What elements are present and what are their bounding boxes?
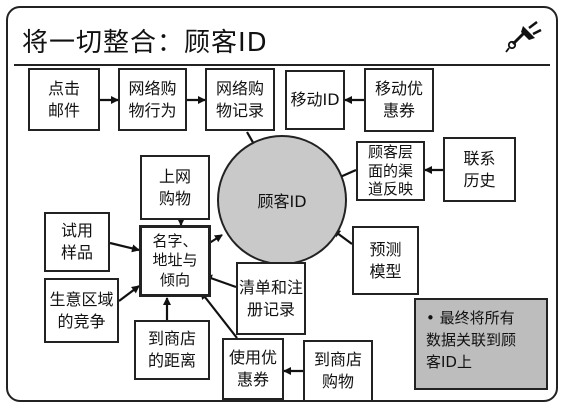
title-divider [14,64,550,66]
plug-logo-icon [505,21,542,53]
node-store-shopping: 到商店 购物 [303,340,373,402]
summary-note: • 最终将所有 数据关联到顾 客ID上 [414,298,548,390]
node-channel-feedback: 顾客层 面的渠 道反映 [356,141,425,201]
node-online-shopping: 上网 购物 [140,155,210,220]
arrow-trial-to-name [109,241,140,253]
node-online-shopping-behavior: 网络购 物行为 [118,68,187,131]
node-name-address-preference: 名字、 地址与 倾向 [139,225,211,297]
customer-id-hub: 顾客ID [217,135,347,265]
node-prediction-model: 预测 模型 [352,226,419,295]
slide-title: 将一切整合：顾客ID [22,28,268,58]
arrow-competition-to-name [118,285,140,302]
node-click-mail: 点击 邮件 [28,68,100,131]
node-use-coupon: 使用优 惠券 [222,338,284,400]
node-mobile-id: 移动ID [285,70,345,130]
node-business-area-competition: 生意区域 的竞争 [44,278,119,343]
node-mobile-coupon: 移动优 惠券 [364,68,434,132]
node-list-registration: 清单和注 册记录 [236,262,306,335]
node-trial-sample: 试用 样品 [44,212,110,272]
arrow-coupon-to-name [200,291,238,339]
node-online-shopping-record: 网络购 物记录 [205,68,275,131]
node-store-distance: 到商店 的距离 [134,320,210,380]
node-contact-history: 联系 历史 [443,137,516,202]
